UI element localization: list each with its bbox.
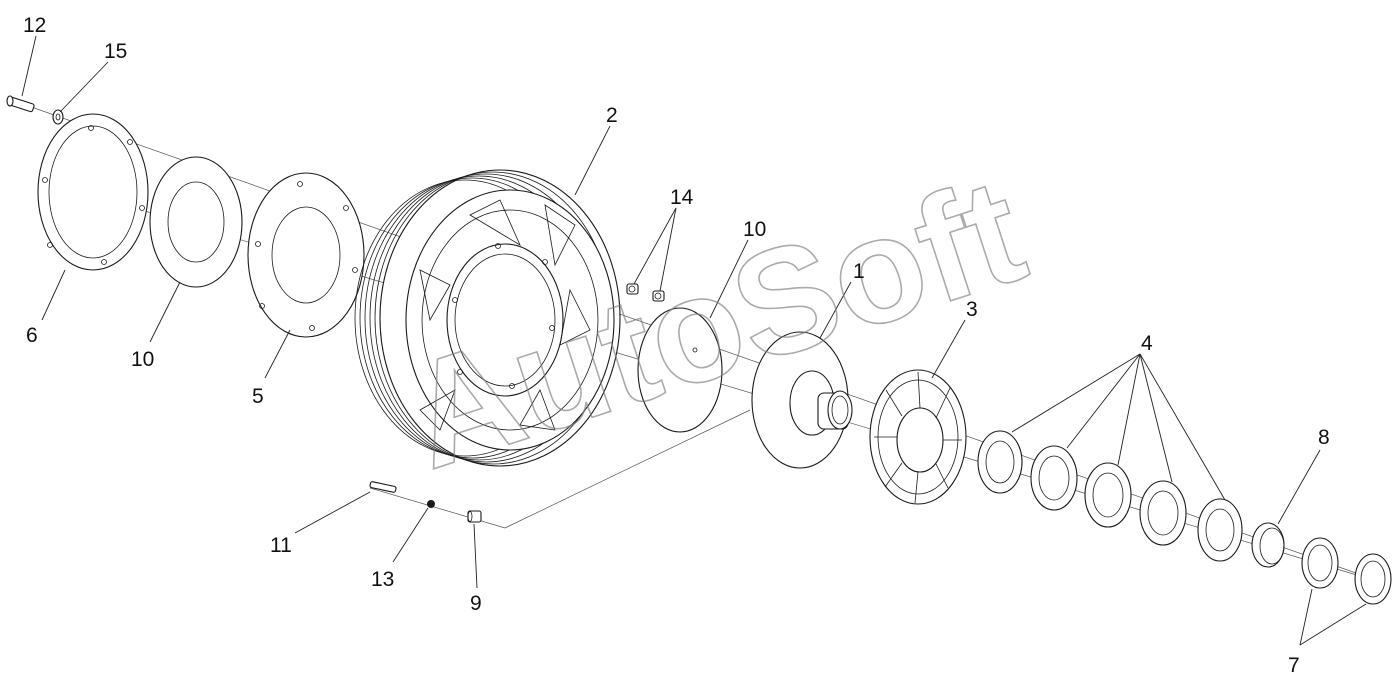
callout-4: 4 xyxy=(1141,332,1153,355)
part-11-pin xyxy=(369,481,397,493)
part-15-washer xyxy=(52,109,64,125)
callout-7: 7 xyxy=(1288,654,1300,677)
callout-2: 2 xyxy=(606,104,618,127)
callout-14: 14 xyxy=(670,186,694,209)
callout-13: 13 xyxy=(371,568,394,591)
part-4-rings xyxy=(977,430,1243,562)
callout-labels: 12 15 6 10 5 2 14 10 1 3 4 8 11 13 9 7 xyxy=(23,14,1330,677)
part-5-plate xyxy=(247,172,365,338)
part-10-disc-left xyxy=(149,156,243,288)
callout-15: 15 xyxy=(104,40,127,63)
part-1-hub xyxy=(751,331,853,469)
callout-10-right: 10 xyxy=(743,218,766,241)
callout-8: 8 xyxy=(1318,426,1330,449)
leader-lines xyxy=(21,35,1367,646)
part-6-flange-ring xyxy=(37,113,149,271)
part-8-bushing xyxy=(1251,522,1285,568)
part-13-ball xyxy=(427,500,435,508)
part-12-bolt xyxy=(6,95,35,113)
callout-11: 11 xyxy=(270,534,292,557)
part-14-nuts xyxy=(626,283,665,302)
part-3-separator xyxy=(869,369,967,505)
callout-1: 1 xyxy=(853,260,865,283)
callout-5: 5 xyxy=(252,385,264,408)
part-9-sleeve xyxy=(467,510,482,523)
part-10-disc-right xyxy=(637,307,723,433)
callout-6: 6 xyxy=(26,324,38,347)
part-7-retaining-rings xyxy=(1301,537,1392,605)
part-2-wheel xyxy=(354,169,621,467)
callout-12: 12 xyxy=(23,14,46,37)
callout-9: 9 xyxy=(470,592,482,615)
callout-3: 3 xyxy=(966,298,978,321)
callout-10-left: 10 xyxy=(131,348,154,371)
